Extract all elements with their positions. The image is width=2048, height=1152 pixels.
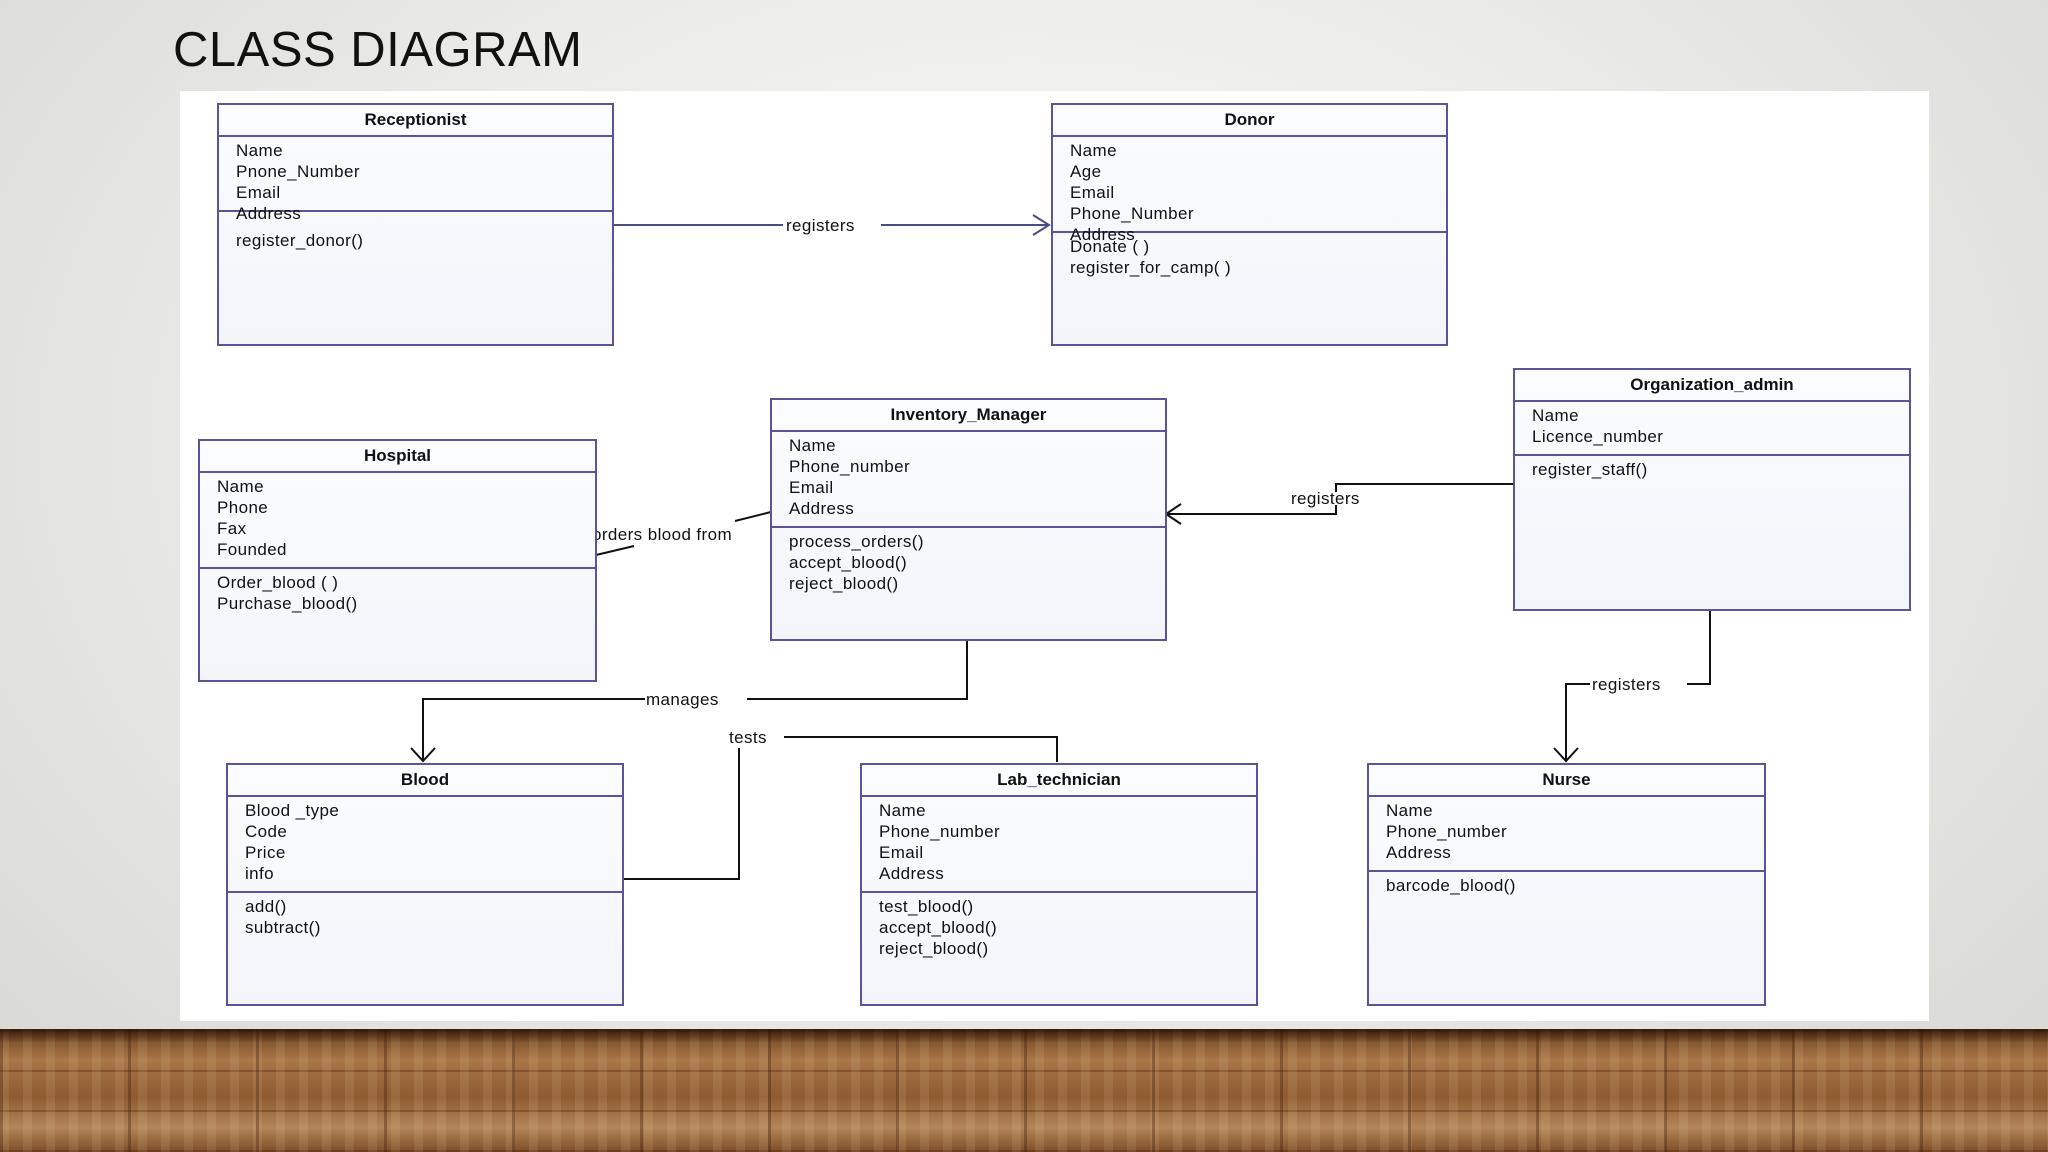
method: register_for_camp( ) xyxy=(1070,258,1232,277)
attribute: Name xyxy=(236,141,283,160)
class-name: Blood xyxy=(228,765,622,797)
method: subtract() xyxy=(245,918,321,937)
attribute: Name xyxy=(1070,141,1117,160)
attribute: Email xyxy=(789,478,834,497)
method: register_staff() xyxy=(1532,460,1648,479)
attribute-list: Name Phone_number Address xyxy=(1369,797,1764,872)
method-list: Donate ( ) register_for_camp( ) xyxy=(1053,233,1446,281)
attribute: Founded xyxy=(217,540,287,559)
method: accept_blood() xyxy=(879,918,998,937)
attribute: Phone_number xyxy=(1386,822,1508,841)
attribute: Phone_Number xyxy=(1070,204,1194,223)
attribute: Fax xyxy=(217,519,247,538)
method: Order_blood ( ) xyxy=(217,573,339,592)
class-name: Inventory_Manager xyxy=(772,400,1165,432)
method: Donate ( ) xyxy=(1070,237,1150,256)
class-name: Receptionist xyxy=(219,105,612,137)
method-list: process_orders() accept_blood() reject_b… xyxy=(772,528,1165,597)
attribute: Address xyxy=(789,499,855,518)
method: reject_blood() xyxy=(789,574,899,593)
class-name: Hospital xyxy=(200,441,595,473)
attribute: Email xyxy=(236,183,281,202)
method: test_blood() xyxy=(879,897,974,916)
class-name: Donor xyxy=(1053,105,1446,137)
attribute: Name xyxy=(1386,801,1433,820)
class-receptionist[interactable]: Receptionist Name Pnone_Number Email Add… xyxy=(217,103,614,346)
attribute: Address xyxy=(1386,843,1452,862)
method-list: add() subtract() xyxy=(228,893,622,941)
method: accept_blood() xyxy=(789,553,908,572)
attribute: Age xyxy=(1070,162,1102,181)
method-list: test_blood() accept_blood() reject_blood… xyxy=(862,893,1256,962)
class-name: Nurse xyxy=(1369,765,1764,797)
class-name: Lab_technician xyxy=(862,765,1256,797)
class-nurse[interactable]: Nurse Name Phone_number Address barcode_… xyxy=(1367,763,1766,1006)
class-hospital[interactable]: Hospital Name Phone Fax Founded Order_bl… xyxy=(198,439,597,682)
attribute: info xyxy=(245,864,275,883)
attribute: Code xyxy=(245,822,288,841)
floor-shadow xyxy=(0,1029,2048,1043)
method: barcode_blood() xyxy=(1386,876,1516,895)
attribute: Phone_number xyxy=(879,822,1001,841)
wood-floor xyxy=(0,1029,2048,1152)
attribute: Name xyxy=(879,801,926,820)
attribute: Address xyxy=(236,204,302,223)
attribute: Email xyxy=(879,843,924,862)
class-organization-admin[interactable]: Organization_admin Name Licence_number r… xyxy=(1513,368,1911,611)
attribute-list: Name Pnone_Number Email Address xyxy=(219,137,612,223)
method-list: register_donor() xyxy=(219,212,612,254)
attribute: Blood _type xyxy=(245,801,340,820)
class-lab-technician[interactable]: Lab_technician Name Phone_number Email A… xyxy=(860,763,1258,1006)
class-blood[interactable]: Blood Blood _type Code Price info add() … xyxy=(226,763,624,1006)
method: add() xyxy=(245,897,287,916)
attribute: Name xyxy=(1532,406,1579,425)
attribute-list: Name Phone_number Email Address xyxy=(862,797,1256,893)
attribute-list: Name Phone Fax Founded xyxy=(200,473,595,569)
attribute-list: Name Licence_number xyxy=(1515,402,1909,456)
method: process_orders() xyxy=(789,532,924,551)
attribute: Address xyxy=(1070,225,1136,244)
method-list: register_staff() xyxy=(1515,456,1909,483)
attribute-list: Blood _type Code Price info xyxy=(228,797,622,893)
method: register_donor() xyxy=(236,231,364,250)
attribute: Email xyxy=(1070,183,1115,202)
method: Purchase_blood() xyxy=(217,594,358,613)
attribute: Address xyxy=(879,864,945,883)
method-list: barcode_blood() xyxy=(1369,872,1764,899)
attribute: Name xyxy=(789,436,836,455)
attribute: Pnone_Number xyxy=(236,162,360,181)
class-inventory-manager[interactable]: Inventory_Manager Name Phone_number Emai… xyxy=(770,398,1167,641)
attribute: Phone_number xyxy=(789,457,911,476)
attribute: Phone xyxy=(217,498,269,517)
slide-title: CLASS DIAGRAM xyxy=(173,23,583,77)
class-donor[interactable]: Donor Name Age Email Phone_Number Addres… xyxy=(1051,103,1448,346)
method: reject_blood() xyxy=(879,939,989,958)
attribute: Licence_number xyxy=(1532,427,1664,446)
attribute: Name xyxy=(217,477,264,496)
class-name: Organization_admin xyxy=(1515,370,1909,402)
attribute-list: Name Age Email Phone_Number Address xyxy=(1053,137,1446,244)
attribute-list: Name Phone_number Email Address xyxy=(772,432,1165,528)
method-list: Order_blood ( ) Purchase_blood() xyxy=(200,569,595,617)
attribute: Price xyxy=(245,843,286,862)
